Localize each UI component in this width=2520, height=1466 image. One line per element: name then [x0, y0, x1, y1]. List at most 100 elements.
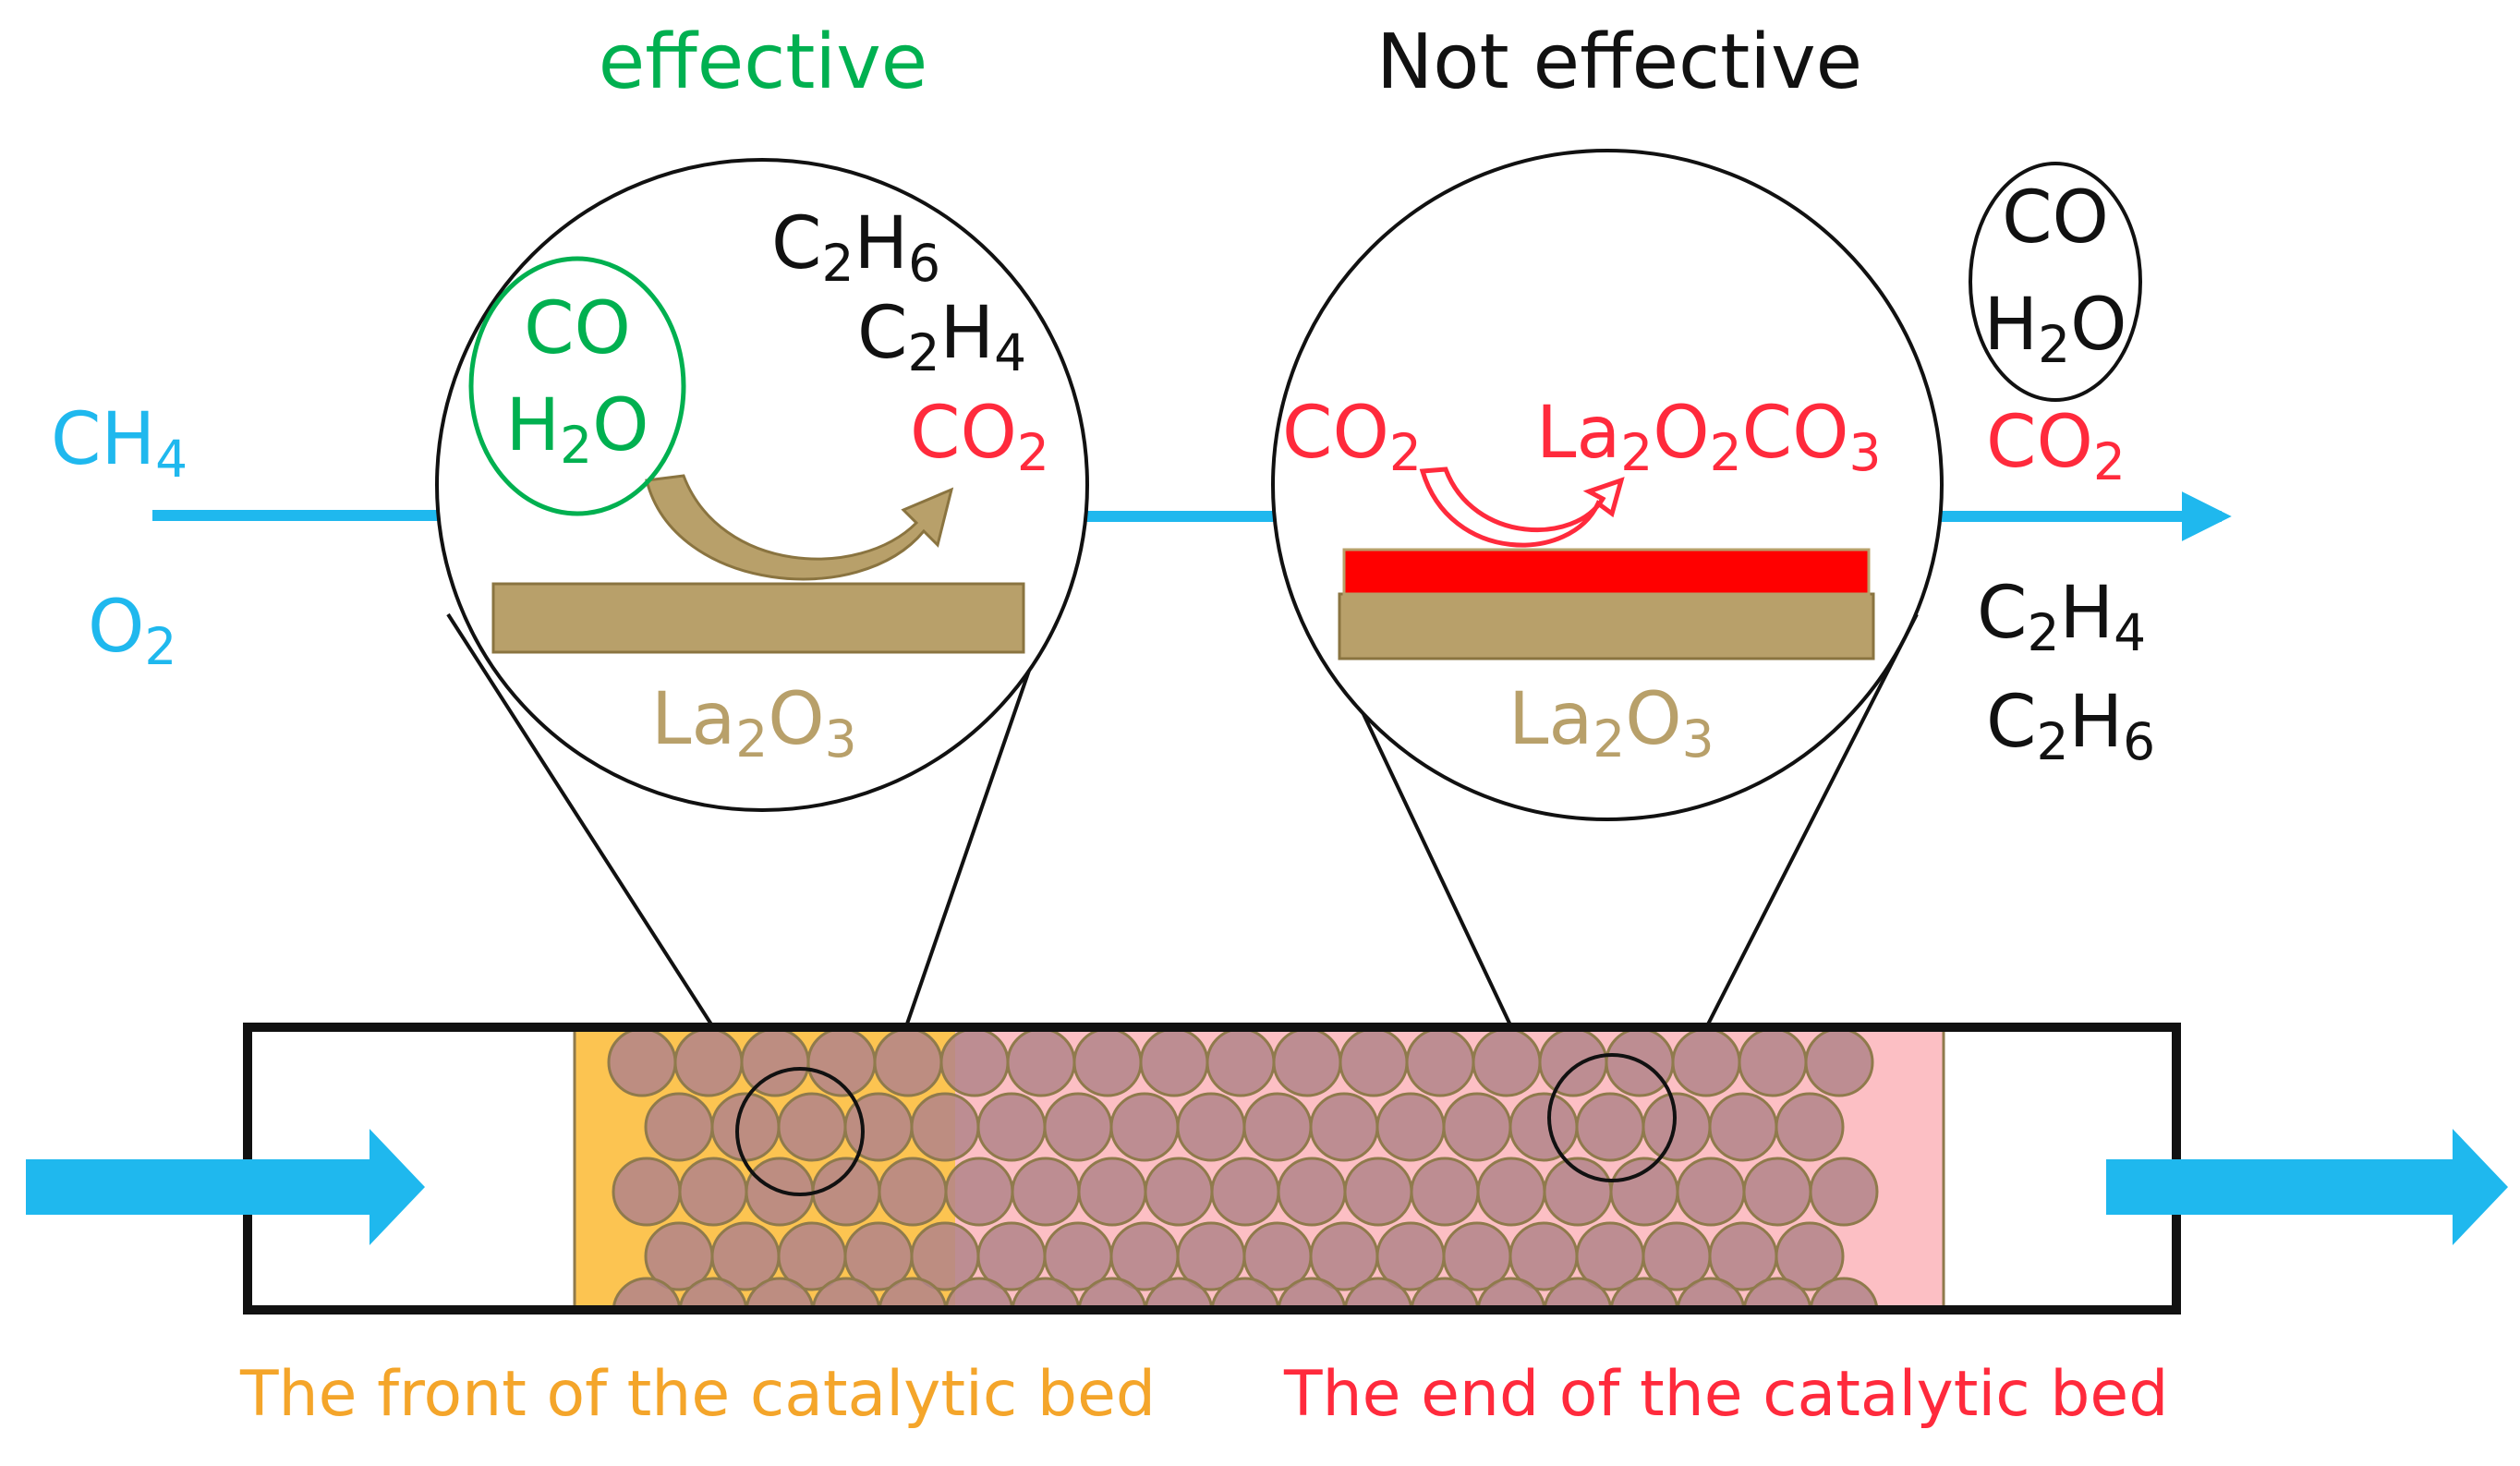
catalyst-particle — [939, 1030, 1010, 1097]
catalyst-particle — [1272, 1030, 1342, 1097]
left-la2o3-label: La2O3 — [651, 678, 857, 769]
catalyst-particle — [673, 1030, 744, 1097]
catalyst-particle — [1144, 1277, 1214, 1307]
catalyst-particle — [1738, 1030, 1808, 1097]
left-co2-label: CO2 — [910, 392, 1049, 482]
catalyst-particle — [811, 1277, 881, 1307]
catalyst-particle — [878, 1277, 948, 1307]
catalyst-particle — [612, 1157, 682, 1227]
catalyst-particle — [944, 1277, 1014, 1307]
left-co-label: CO — [524, 287, 631, 370]
catalyst-particle — [1476, 1277, 1546, 1307]
carbonate-formation-arrow — [1419, 466, 1625, 548]
catalyst-particle — [1642, 1092, 1712, 1162]
catalyst-particle — [1609, 1157, 1679, 1227]
right-la2o3-label: La2O3 — [1508, 678, 1714, 769]
end-bed-label: The end of the catalytic bed — [1283, 1358, 2168, 1431]
outlet-co2-label: CO2 — [1986, 401, 2126, 491]
catalyst-particle — [1109, 1092, 1180, 1162]
left-c2h6-label: C2H6 — [771, 202, 940, 293]
catalyst-particle — [1442, 1092, 1512, 1162]
catalyst-particle — [1676, 1277, 1746, 1307]
catalyst-particle — [1210, 1157, 1280, 1227]
catalyst-particle — [1210, 1277, 1280, 1307]
catalyst-particle — [1144, 1157, 1214, 1227]
left-cone-line — [446, 612, 732, 1055]
catalyst-particle — [1775, 1221, 1845, 1291]
catalyst-particle — [740, 1030, 810, 1097]
right-co2-label: CO2 — [1282, 392, 1422, 482]
catalyst-particle — [873, 1030, 943, 1097]
right-magnified-spot — [1547, 1053, 1677, 1182]
outlet-co-label: CO — [2002, 176, 2109, 260]
catalyst-particle — [612, 1277, 682, 1307]
catalyst-particle — [1508, 1092, 1579, 1162]
catalyst-particle — [678, 1277, 748, 1307]
catalyst-particle — [1809, 1157, 1879, 1227]
left-c2h4-label: C2H4 — [857, 292, 1026, 382]
outlet-c2h6-label: C2H6 — [1986, 681, 2155, 771]
catalyst-particle — [878, 1157, 948, 1227]
catalyst-particle — [607, 1030, 677, 1097]
catalyst-particle — [1742, 1157, 1812, 1227]
catalyst-particle — [1006, 1030, 1076, 1097]
catalyst-particle — [1139, 1030, 1209, 1097]
catalyst-particle — [1205, 1030, 1276, 1097]
catalyst-particle — [1476, 1157, 1546, 1227]
inlet-ch4-label: CH4 — [51, 398, 188, 489]
curved-reaction-arrow — [645, 474, 954, 581]
catalyst-particle — [1410, 1157, 1480, 1227]
catalyst-particle — [745, 1277, 815, 1307]
catalyst-particle — [1242, 1092, 1313, 1162]
catalyst-particle — [1671, 1030, 1741, 1097]
catalyst-particle — [976, 1092, 1047, 1162]
not-effective-title: Not effective — [1376, 18, 1862, 106]
left-catalyst-slab — [491, 582, 1025, 654]
catalyst-particle — [1375, 1092, 1446, 1162]
inlet-o2-label: O2 — [88, 586, 176, 676]
catalyst-particle — [1472, 1030, 1542, 1097]
tube-outlet-arrow — [2106, 1129, 2508, 1245]
catalyst-particle — [1538, 1030, 1608, 1097]
catalyst-particle — [678, 1157, 748, 1227]
right-catalyst-slab — [1338, 592, 1875, 660]
catalyst-particle — [1011, 1157, 1081, 1227]
effective-title: effective — [599, 18, 927, 106]
catalyst-particle — [644, 1092, 714, 1162]
tube-inlet-arrow — [26, 1129, 425, 1245]
catalyst-particle — [1072, 1030, 1143, 1097]
carbonate-layer — [1342, 548, 1871, 596]
outlet-h2o-label: H2O — [1983, 284, 2126, 374]
catalyst-particle — [1609, 1277, 1679, 1307]
catalyst-particle — [944, 1157, 1014, 1227]
catalyst-particle — [1176, 1092, 1246, 1162]
catalyst-particle — [1277, 1157, 1347, 1227]
catalyst-particle — [1339, 1030, 1409, 1097]
catalyst-particle — [1775, 1092, 1845, 1162]
outlet-c2h4-label: C2H4 — [1977, 572, 2146, 662]
catalyst-particle — [1405, 1030, 1475, 1097]
catalyst-particle — [1575, 1092, 1645, 1162]
catalyst-particle — [1077, 1277, 1147, 1307]
catalyst-particle — [1804, 1030, 1874, 1097]
catalyst-particle — [1742, 1277, 1812, 1307]
catalyst-particle — [1043, 1092, 1113, 1162]
catalyst-particle — [910, 1092, 980, 1162]
left-magnified-spot — [735, 1067, 865, 1196]
left-co-h2o-ellipse — [468, 256, 686, 516]
catalyst-particle — [1011, 1277, 1081, 1307]
left-h2o-label: H2O — [505, 384, 648, 475]
outlet-co-h2o-ellipse — [1969, 162, 2142, 402]
la2o2co3-label: La2O2CO3 — [1536, 392, 1882, 482]
catalyst-particle — [1676, 1157, 1746, 1227]
catalyst-particle — [1410, 1277, 1480, 1307]
catalyst-particles — [607, 1030, 1879, 1307]
catalyst-particle — [1077, 1157, 1147, 1227]
catalyst-particle — [1343, 1277, 1413, 1307]
catalyst-particle — [1708, 1092, 1778, 1162]
catalyst-particle — [1543, 1277, 1613, 1307]
catalyst-particle — [1309, 1092, 1379, 1162]
catalyst-particle — [1809, 1277, 1879, 1307]
catalyst-particle — [1343, 1157, 1413, 1227]
